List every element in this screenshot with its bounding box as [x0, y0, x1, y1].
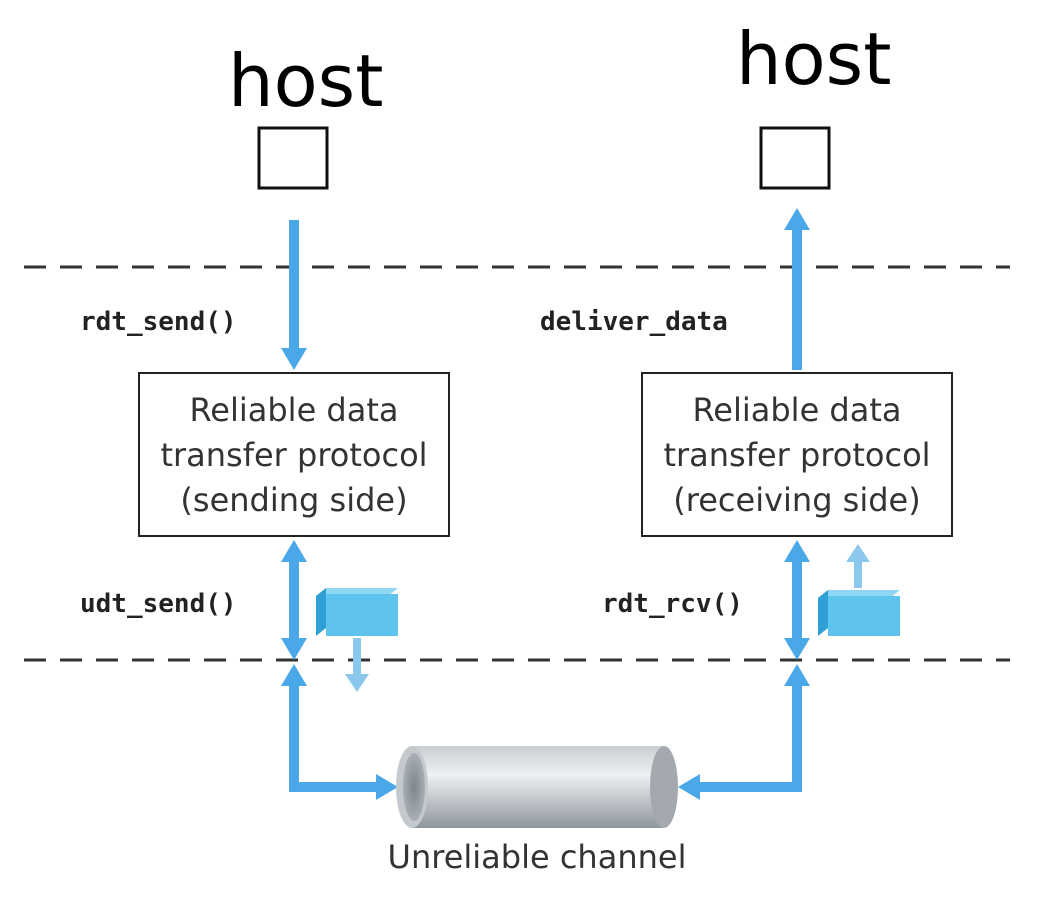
- unreliable-channel-pipe: [396, 746, 678, 828]
- receiver-protocol-box: Reliable data transfer protocol (receivi…: [641, 372, 953, 537]
- sender-channel-arrow: [281, 664, 398, 800]
- udt-send-label: udt_send(): [80, 589, 237, 619]
- receiver-box-line-1: Reliable data: [692, 391, 901, 429]
- receiver-box-line-2: transfer protocol: [663, 436, 930, 474]
- sender-box-line-1: Reliable data: [189, 391, 398, 429]
- channel-label: Unreliable channel: [388, 838, 687, 876]
- sender-protocol-box: Reliable data transfer protocol (sending…: [138, 372, 450, 537]
- left-host-box: [257, 126, 329, 190]
- deliver-data-label: deliver_data: [540, 307, 728, 337]
- receiver-packet-icon: [818, 544, 900, 636]
- receiver-box-line-3: (receiving side): [673, 481, 920, 519]
- sender-bidirectional-arrow: [281, 540, 307, 660]
- sender-packet-icon: [316, 588, 398, 692]
- sender-box-line-2: transfer protocol: [160, 436, 427, 474]
- rdt-send-label: rdt_send(): [80, 307, 237, 337]
- receiver-bidirectional-arrow: [784, 540, 810, 660]
- left-host-label: host: [228, 39, 383, 123]
- receiver-channel-arrow: [678, 664, 810, 800]
- sender-box-line-3: (sending side): [180, 481, 407, 519]
- right-host-box: [759, 126, 831, 190]
- right-host-label: host: [736, 17, 891, 101]
- rdt-rcv-label: rdt_rcv(): [602, 589, 743, 619]
- rdt-send-arrow: [281, 220, 307, 370]
- deliver-data-arrow: [784, 208, 810, 370]
